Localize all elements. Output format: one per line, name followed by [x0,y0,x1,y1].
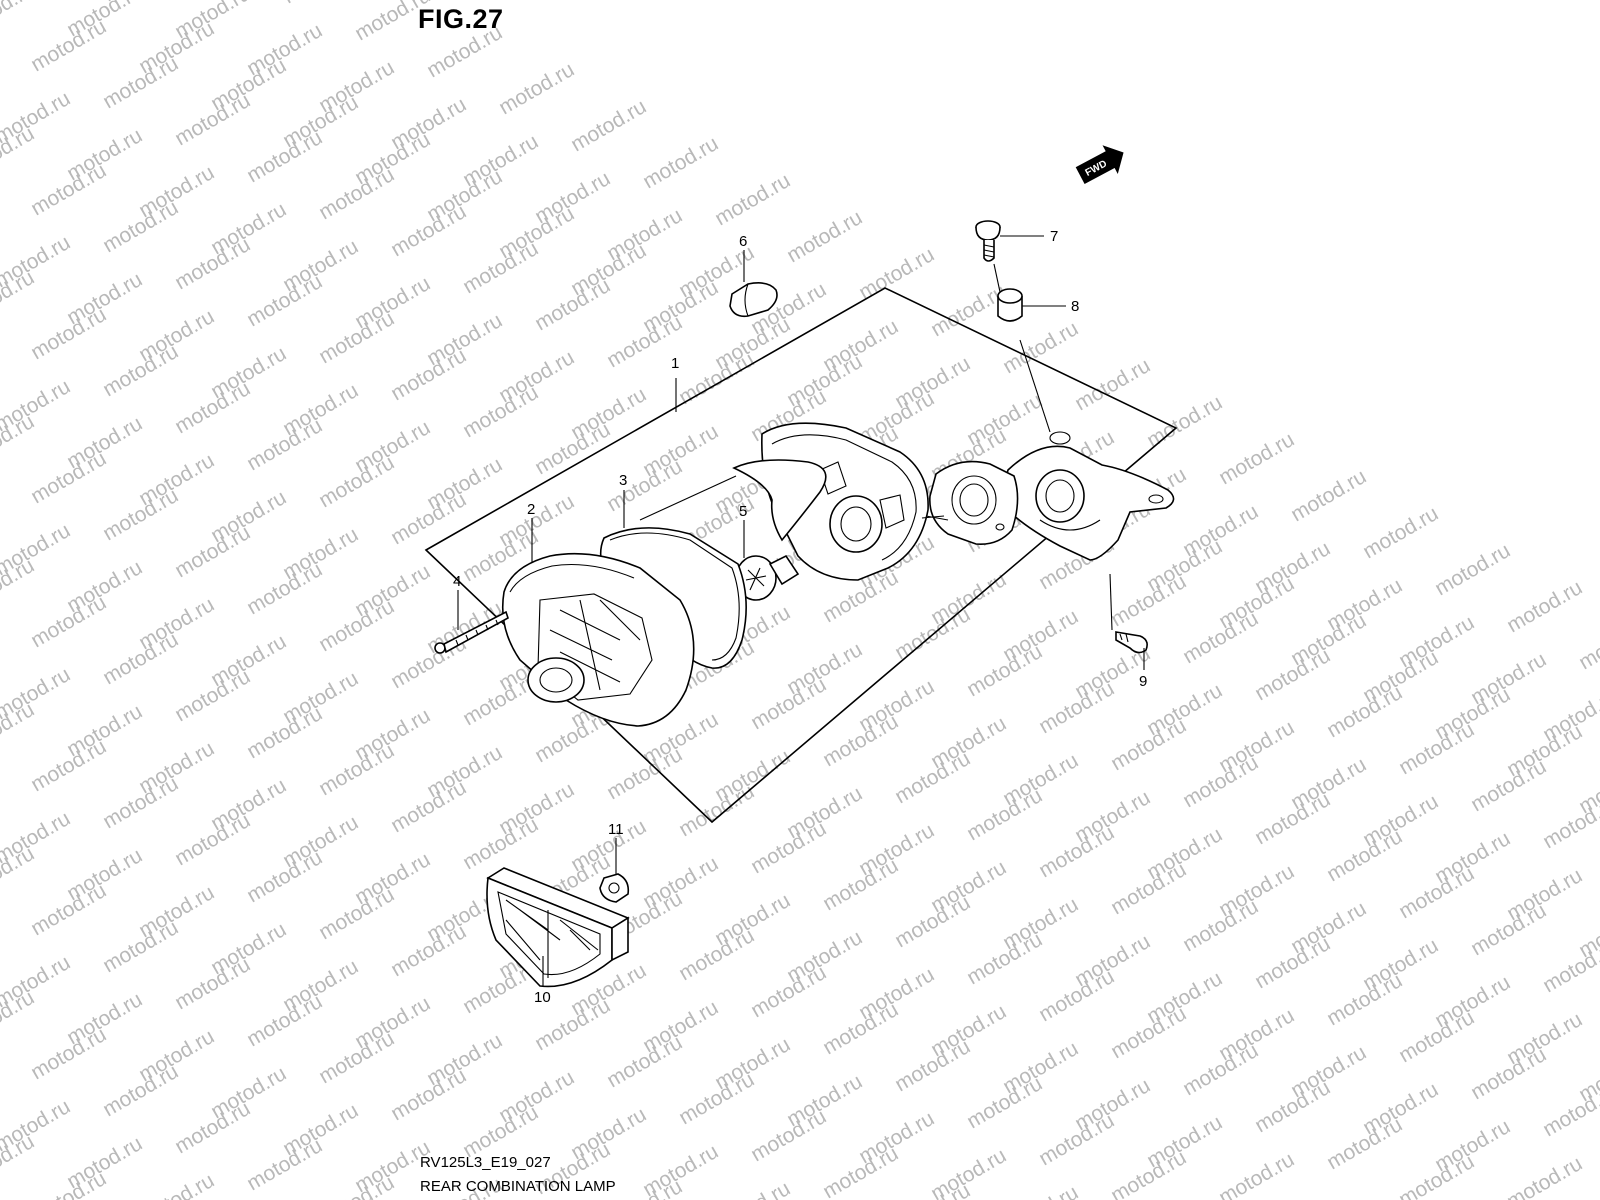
lens-part [501,552,695,727]
callout-3: 3 [619,472,627,489]
assembly-lines [639,263,1113,631]
fwd-arrow-icon: FWD [1075,145,1124,184]
watermark-text: motod.ru [0,194,2,255]
watermark-text: motod.ru [495,58,578,119]
cushion-part [729,282,778,318]
callout-1: 1 [671,355,679,372]
watermark-text: motod.ru [1503,1152,1586,1200]
nut-part [599,873,630,903]
watermark-text: motod.ru [0,50,2,111]
callout-9: 9 [1139,673,1147,690]
callout-7: 7 [1050,228,1058,245]
watermark-text: motod.ru [783,206,866,267]
bulb-part [735,554,800,601]
callout-5: 5 [739,503,747,520]
figure-title: FIG.27 [418,4,504,34]
callout-2: 2 [527,501,535,518]
watermark-text: motod.ru [1359,502,1442,563]
watermark-text: motod.ru [279,0,362,8]
callout-11: 11 [608,821,624,838]
leader-lines [457,235,1145,986]
reflector-part [486,867,630,988]
watermark-text: motod.ru [1215,428,1298,489]
watermark-text: motod.ru [711,1177,794,1200]
diagram-code: RV125L3_E19_027 [420,1154,551,1171]
tapping-screw-part [1115,631,1148,654]
watermark-text: motod.ru [711,169,794,230]
watermark-text: motod.ru [1503,576,1586,637]
callout-10: 10 [534,989,551,1006]
watermark-text: motod.ru [0,626,2,687]
assembly-boundary [424,287,1178,824]
watermark-text: motod.ru [567,95,650,156]
watermark-text: motod.ru [135,1169,218,1200]
callout-labels: 1 2 3 4 5 6 7 8 9 10 11 [453,228,1147,1006]
watermark-text: motod.ru [999,1181,1082,1200]
watermark-text: motod.ru [855,243,938,304]
lamp-housing [732,422,949,581]
watermark-text: motod.ru [0,914,2,975]
watermark-text: motod.ru [0,482,2,543]
watermark-text: motod.ru [0,1058,2,1119]
lens-screw-part [434,610,509,654]
callout-4: 4 [453,573,461,590]
housing-gasket [929,460,1019,546]
watermark-text: motod.ru [1287,465,1370,526]
watermark-text: motod.ru [639,132,722,193]
callout-8: 8 [1071,298,1079,315]
watermark-text: motod.ru [0,0,38,39]
watermark-text: motod.ru [1215,1148,1298,1200]
watermark-text: motod.ru [1575,613,1600,674]
watermark-text: motod.ru [1071,354,1154,415]
callout-6: 6 [739,233,747,250]
watermark-text: motod.ru [999,317,1082,378]
diagram-caption: REAR COMBINATION LAMP [420,1178,616,1195]
spacer-part [997,288,1023,322]
watermark-text: motod.ru [0,338,2,399]
bolt-part [975,220,1001,262]
watermark-text: motod.ru [0,770,2,831]
watermark-text: motod.ru [1143,391,1226,452]
watermark-text: motod.ru [1431,539,1514,600]
